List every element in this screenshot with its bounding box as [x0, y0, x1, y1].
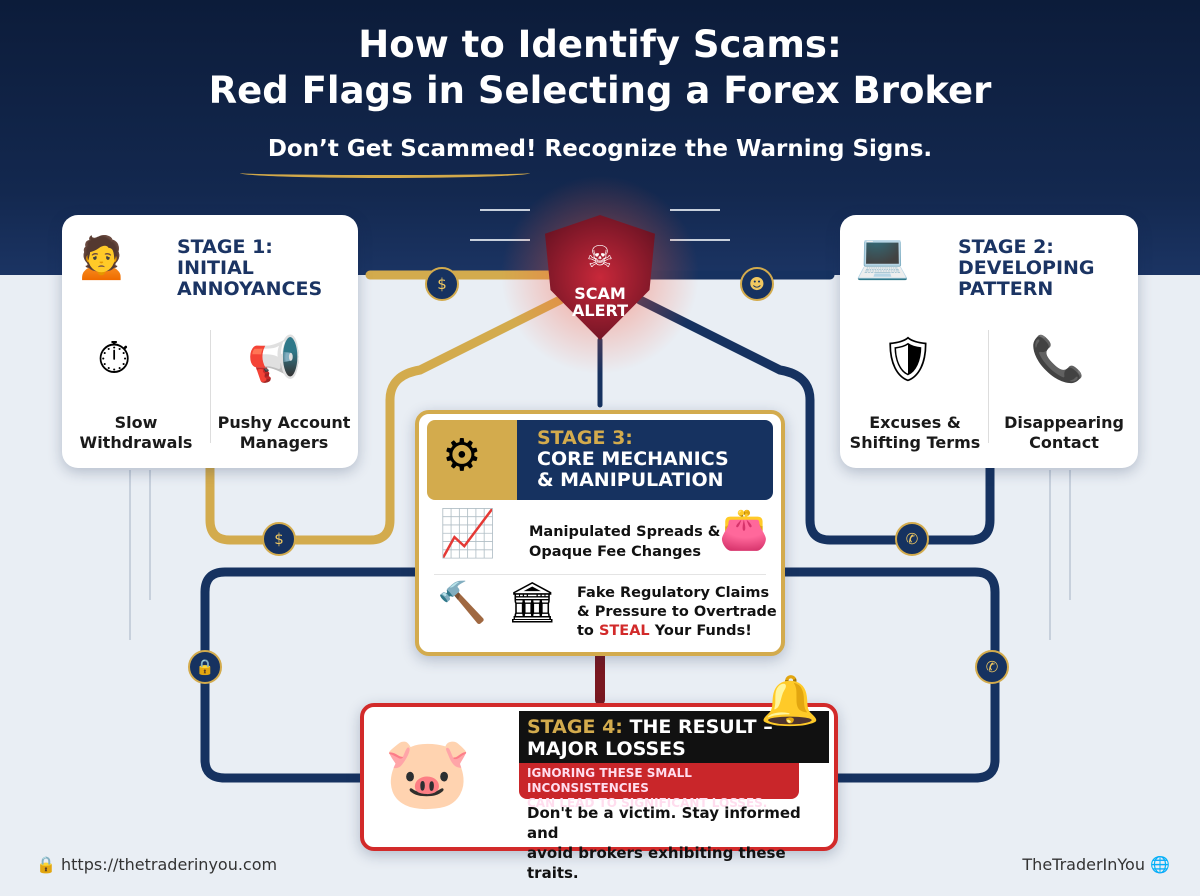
footer-brand: TheTraderInYou 🌐	[1022, 855, 1170, 874]
footer-url[interactable]: 🔒 https://thetraderinyou.com	[36, 855, 277, 874]
page-title: How to Identify Scams:Red Flags in Selec…	[0, 22, 1200, 114]
alarm-bell-icon: 🔔	[760, 673, 820, 729]
wallet-icon: 👛	[719, 507, 769, 553]
brand-text: TheTraderInYou	[1022, 855, 1145, 874]
stage2-title2: PATTERN	[958, 278, 1054, 300]
stage1-title2: ANNOYANCES	[177, 278, 323, 300]
hacker-laptop-icon: 💻	[855, 231, 910, 282]
subtitle-underline	[240, 168, 530, 178]
skull-icon: ☠	[586, 240, 614, 275]
stage3-heading: STAGE 3:CORE MECHANICS& MANIPULATION	[537, 427, 729, 491]
money-node-icon: $	[425, 267, 459, 301]
stage2-label: STAGE 2:	[958, 236, 1054, 258]
stage4-card: 🐷 STAGE 4: THE RESULT –MAJOR LOSSES IGNO…	[360, 703, 838, 882]
title-line-2: Red Flags in Selecting a Forex Broker	[208, 69, 992, 112]
title-line-1: How to Identify Scams:	[358, 23, 842, 66]
lock-icon: 🔒	[36, 855, 56, 874]
gear-magnifier-icon: ⚙	[442, 430, 482, 481]
url-text[interactable]: https://thetraderinyou.com	[61, 855, 278, 874]
stage1-label: STAGE 1:	[177, 236, 273, 258]
alert-line-1: SCAM	[574, 284, 626, 303]
divider	[988, 330, 989, 443]
gavel-lock-icon: 🔨	[437, 580, 487, 626]
manager-megaphone-icon: 📢	[247, 334, 302, 385]
alert-line-2: ALERT	[571, 301, 629, 320]
globe-icon: 🌐	[1150, 855, 1170, 874]
excuses-label: Excuses &Shifting Terms	[849, 413, 981, 452]
lock-node-icon: 🔒	[188, 650, 222, 684]
broken-piggy-bank-icon: 🐷	[384, 732, 472, 814]
stopwatch-dollar-icon: ⏱	[97, 333, 132, 384]
stage2-title1: DEVELOPING	[958, 257, 1095, 279]
subtitle: Don’t Get Scammed! Recognize the Warning…	[267, 136, 933, 162]
divider	[434, 574, 766, 575]
phone-cancel-icon: 📞	[1030, 334, 1085, 385]
fake-regulatory-text: Fake Regulatory Claims& Pressure to Over…	[577, 585, 777, 639]
phone-chat-node-icon: ✆	[895, 522, 929, 556]
money-hand-node-icon: $	[262, 522, 296, 556]
stage3-header: ⚙ STAGE 3:CORE MECHANICS& MANIPULATION	[427, 420, 773, 500]
stage3-card: ⚙ STAGE 3:CORE MECHANICS& MANIPULATION 📈…	[415, 410, 785, 656]
phone-x-node-icon: ✆	[975, 650, 1009, 684]
steal-highlight: STEAL	[598, 623, 650, 639]
hacker-node-icon: ☻	[740, 267, 774, 301]
manipulated-spreads-text: Manipulated Spreads &Opaque Fee Changes	[529, 524, 721, 560]
person-shield-icon: 🛡	[880, 334, 936, 385]
confused-person-icon: 🙍	[74, 231, 129, 282]
rising-chart-icon: 📈	[439, 506, 497, 560]
stage4-heading: STAGE 4: THE RESULT –MAJOR LOSSES	[519, 711, 829, 763]
stage1-title1: INITIAL	[177, 257, 254, 279]
bank-question-icon: 🏛	[507, 580, 558, 626]
divider	[210, 330, 211, 443]
